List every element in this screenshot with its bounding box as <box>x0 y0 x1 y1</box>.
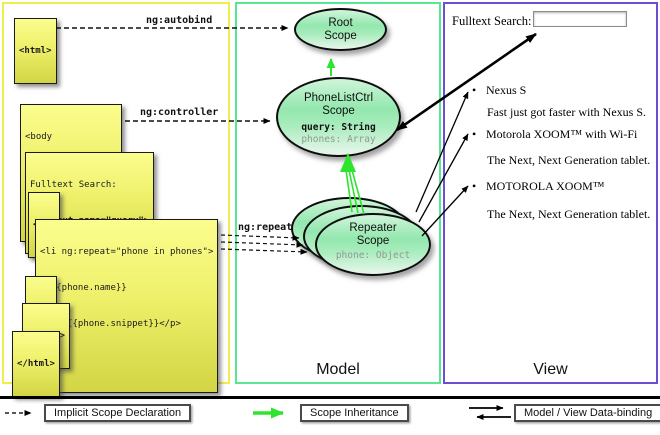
phonelistctrl-scope-title: PhoneListCtrl <box>303 92 374 104</box>
legend-label: Scope Inheritance <box>310 407 399 419</box>
repeater-scope-ellipse: Repeater Scope phone: Object <box>315 213 431 276</box>
phones-property: phones: Array <box>301 134 376 145</box>
root-scope-title: Root <box>328 17 353 29</box>
html-close-box: </html> <box>12 331 60 397</box>
ng-controller-label: ng:controller <box>140 107 219 118</box>
legend-label: Model / View Data-binding <box>524 407 653 419</box>
phonelistctrl-scope-ellipse: PhoneListCtrl Scope query: String phones… <box>276 77 401 157</box>
bullet-icon: • <box>472 127 477 141</box>
phone-list-item-name: • Motorola XOOM™ with Wi-Fi <box>472 127 637 142</box>
code-line: Fulltext Search: <box>30 180 117 190</box>
view-column-label: View <box>533 361 568 378</box>
phone-property: phone: Object <box>335 250 411 261</box>
fulltext-search-label: Fulltext Search: <box>452 14 532 28</box>
model-column-label: Model <box>316 361 360 378</box>
query-property: query: String <box>301 122 376 133</box>
repeater-scope-title2: Scope <box>356 235 390 247</box>
legend-model-view-databinding: Model / View Data-binding <box>514 404 660 422</box>
bullet-icon: • <box>472 179 477 193</box>
code-line: {{phone.name}} <box>40 283 127 293</box>
legend-implicit-scope-declaration: Implicit Scope Declaration <box>44 404 192 422</box>
phone-list-item-name: • MOTOROLA XOOM™ <box>472 179 605 194</box>
root-scope-ellipse: Root Scope <box>294 8 387 51</box>
li-repeat-box: <li ng:repeat="phone in phones"> {{phone… <box>35 219 219 393</box>
phone-name: MOTOROLA XOOM™ <box>486 179 605 193</box>
phone-name: Nexus S <box>486 83 527 97</box>
legend-separator-line <box>0 396 660 399</box>
fulltext-search-input[interactable] <box>533 11 627 27</box>
code-line: <p>{{phone.snippet}}</p> <box>40 319 181 329</box>
code-line: </html> <box>17 359 55 369</box>
phone-snippet: The Next, Next Generation tablet. <box>487 207 651 221</box>
html-open-box: <html> <box>14 18 57 84</box>
code-line: <body <box>25 132 53 142</box>
repeater-scope-title: Repeater <box>349 222 397 234</box>
code-line: <html> <box>19 46 52 56</box>
phone-name: Motorola XOOM™ with Wi-Fi <box>486 127 638 141</box>
model-column: Model <box>235 2 441 384</box>
phone-snippet: The Next, Next Generation tablet. <box>487 153 651 167</box>
bullet-icon: • <box>472 83 477 97</box>
root-scope-title2: Scope <box>324 30 357 42</box>
phone-list-item-name: • Nexus S <box>472 83 526 98</box>
ng-autobind-label: ng:autobind <box>146 15 213 26</box>
ng-repeat-label: ng:repeat <box>238 222 293 233</box>
code-line: <li ng:repeat="phone in phones"> <box>40 247 214 257</box>
legend-label: Implicit Scope Declaration <box>54 407 182 419</box>
legend-scope-inheritance: Scope Inheritance <box>300 404 409 422</box>
phonelistctrl-scope-title2: Scope <box>322 105 355 117</box>
phone-snippet: Fast just got faster with Nexus S. <box>487 105 646 119</box>
